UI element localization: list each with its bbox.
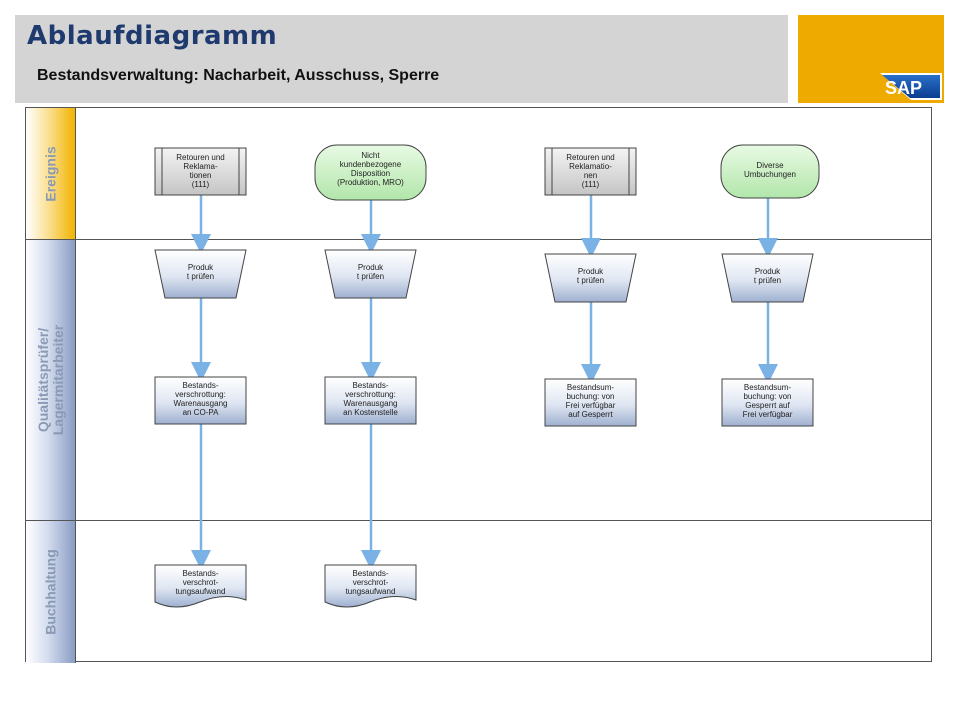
event-node-returns-1 — [154, 147, 247, 196]
check-label-3: Produk t prüfen — [576, 267, 605, 285]
process-label-4: Bestandsum- buchung: von Gesperrt auf Fr… — [742, 383, 793, 419]
process-node-4 — [721, 378, 814, 427]
event-label-transfers: Diverse Umbuchungen — [743, 161, 797, 179]
process-label-1: Bestands- verschrottung: Warenausgang an… — [173, 381, 228, 417]
swimlane-frame: Ereignis Qualitätsprüfer/ Lagermitarbeit… — [25, 107, 932, 663]
process-label-3: Bestandsum- buchung: von Frei verfügbar … — [565, 383, 616, 419]
document-label-2: Bestands- verschrot- tungsaufwand — [345, 569, 396, 596]
check-node-1 — [154, 249, 247, 299]
check-node-2 — [324, 249, 417, 299]
document-node-1 — [154, 564, 247, 608]
sap-logo-box: SAP — [798, 15, 944, 103]
document-node-2 — [324, 564, 417, 608]
header-band: Ablaufdiagramm Bestandsverwaltung: Nacha… — [15, 15, 788, 103]
check-label-4: Produk t prüfen — [753, 267, 782, 285]
check-node-4 — [721, 253, 814, 303]
lane-divider — [26, 520, 931, 521]
process-node-1 — [154, 376, 247, 425]
process-node-2 — [324, 376, 417, 425]
event-node-returns-2 — [544, 147, 637, 196]
check-node-3 — [544, 253, 637, 303]
process-label-2: Bestands- verschrottung: Warenausgang an… — [343, 381, 398, 417]
page-title: Ablaufdiagramm — [27, 21, 278, 51]
event-label-returns-1: Retouren und Reklama- tionen (111) — [176, 153, 225, 189]
process-node-3 — [544, 378, 637, 427]
check-label-2: Produk t prüfen — [356, 263, 385, 281]
check-label-1: Produk t prüfen — [186, 263, 215, 281]
event-label-disposition: Nicht kundenbezogene Disposition (Produk… — [337, 151, 404, 187]
lane-divider — [26, 239, 931, 240]
event-node-disposition — [314, 144, 427, 201]
lane-header-accounting: Buchhaltung — [26, 520, 76, 663]
lane-header-event: Ereignis — [26, 108, 76, 239]
document-label-1: Bestands- verschrot- tungsaufwand — [175, 569, 226, 596]
page-subtitle: Bestandsverwaltung: Nacharbeit, Ausschus… — [37, 67, 440, 84]
lane-header-quality: Qualitätsprüfer/ Lagermitarbeiter — [26, 239, 76, 520]
sap-logo-icon: SAP — [880, 73, 942, 100]
event-label-returns-2: Retouren und Reklamatio- nen (111) — [566, 153, 615, 189]
event-node-transfers — [720, 144, 820, 199]
sap-logo-text: SAP — [885, 78, 922, 98]
